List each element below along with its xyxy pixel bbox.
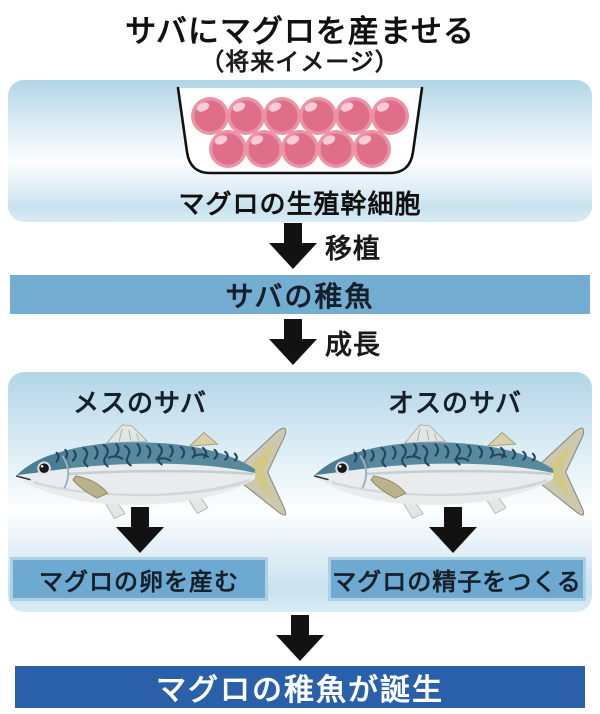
stem-cell-egg [209, 130, 247, 168]
stem-cell-egg [299, 97, 337, 135]
page-title: サバにマグロを産ませる [125, 14, 475, 50]
female-mackerel-label: メスのサバ [73, 389, 207, 419]
transplant-step: 移植 [269, 223, 381, 269]
down-arrow-icon [429, 507, 477, 553]
page-subtitle: （将来イメージ） [200, 48, 400, 76]
stem-cell-egg [281, 130, 319, 168]
transplant-label: 移植 [325, 233, 381, 265]
stem-cell-egg [335, 97, 373, 135]
stem-cell-egg [317, 130, 355, 168]
down-arrow-icon [116, 507, 164, 553]
stem-cell-egg [263, 97, 301, 135]
male-mackerel-label: オスのサバ [388, 389, 522, 419]
down-arrow-icon [276, 615, 324, 661]
stem-cell-egg [371, 97, 409, 135]
female-result-box: マグロの卵を産む [10, 557, 268, 601]
tuna-born-bar: マグロの稚魚が誕生 [15, 666, 585, 708]
mackerel-juvenile-bar: サバの稚魚 [10, 275, 590, 314]
stem-cell-eggs [191, 97, 409, 168]
stem-cell-egg [227, 97, 265, 135]
stem-cell-egg [353, 130, 391, 168]
down-arrow-icon [269, 223, 317, 269]
dish-outline [176, 86, 424, 175]
growth-label: 成長 [325, 329, 381, 361]
down-arrow-icon [269, 319, 317, 365]
stem-cell-label: マグロの生殖幹細胞 [178, 190, 422, 220]
stem-cell-egg [191, 97, 229, 135]
male-result-box: マグロの精子をつくる [328, 557, 586, 601]
stem-cell-egg [245, 130, 283, 168]
stem-cell-dish-illustration [176, 86, 424, 175]
growth-step: 成長 [269, 319, 381, 365]
